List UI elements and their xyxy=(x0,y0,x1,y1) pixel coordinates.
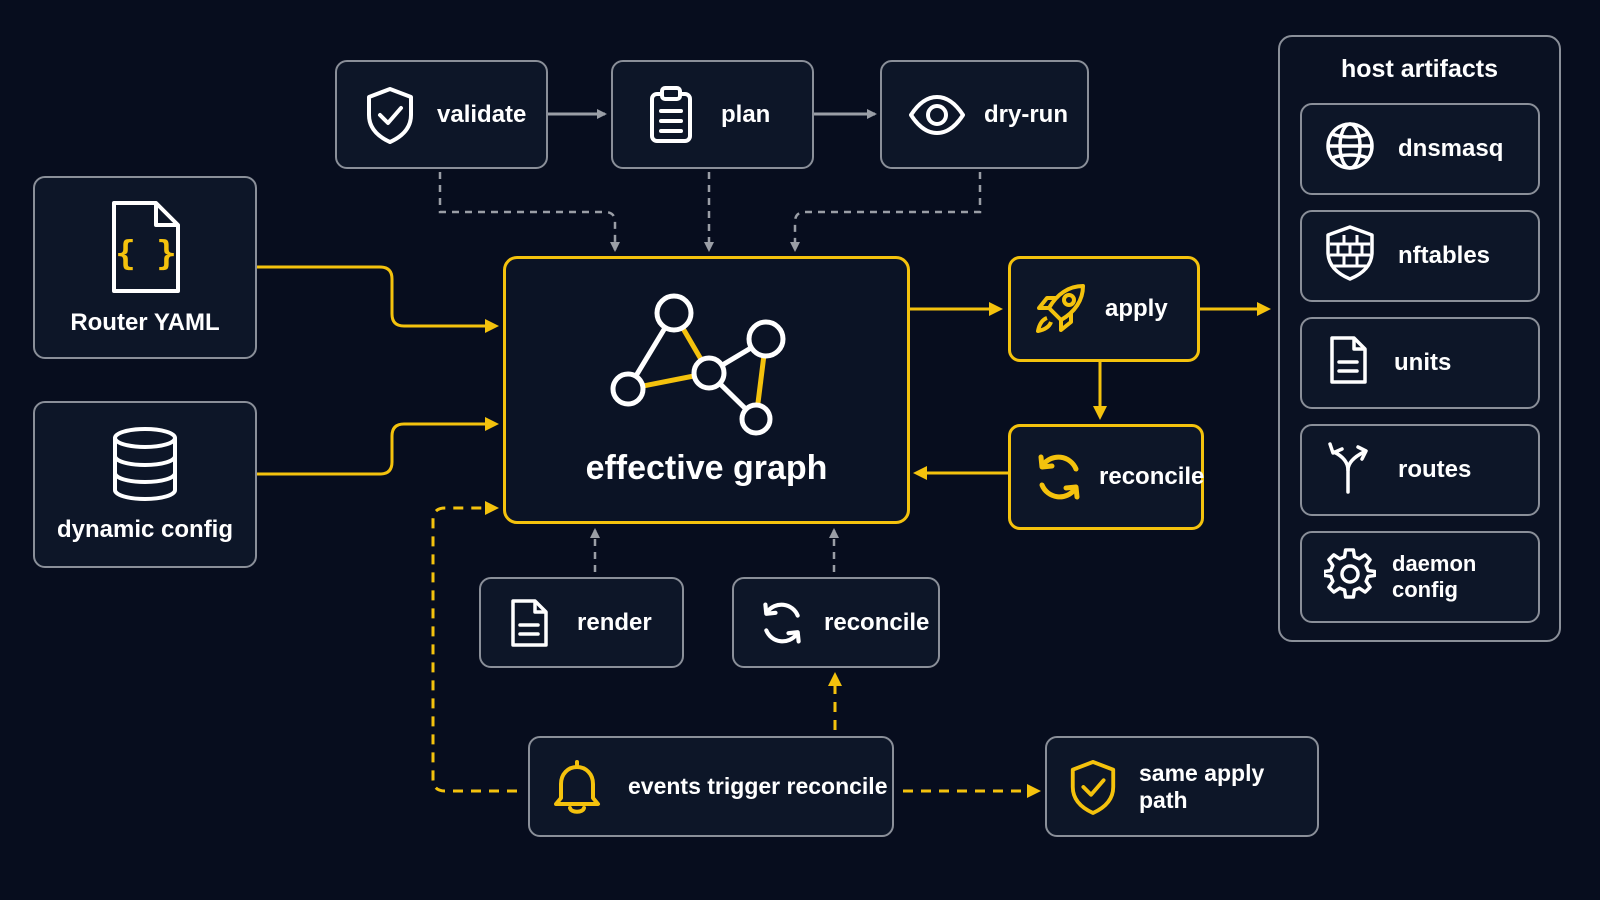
artifact-label: routes xyxy=(1398,456,1472,483)
artifact-daemon-config[interactable]: daemon config xyxy=(1300,531,1540,623)
dynamic-config-source[interactable]: dynamic config xyxy=(33,401,257,568)
dry-run-step[interactable]: dry-run xyxy=(880,60,1089,169)
artifact-label: daemon config xyxy=(1392,551,1477,602)
artifact-dnsmasq[interactable]: dnsmasq xyxy=(1300,103,1540,195)
host-artifacts-panel: host artifacts dnsmasq xyxy=(1278,35,1561,642)
host-artifacts-title: host artifacts xyxy=(1341,55,1498,83)
dry-run-label: dry-run xyxy=(984,100,1068,128)
sync-icon xyxy=(758,599,806,647)
artifact-nftables[interactable]: nftables xyxy=(1300,210,1540,302)
router-yaml-label: Router YAML xyxy=(70,308,220,336)
plan-label: plan xyxy=(721,100,771,128)
reconcile-bottom-label: reconcile xyxy=(824,608,930,636)
wire-router-yaml-to-graph xyxy=(257,265,499,333)
document-icon xyxy=(509,598,549,648)
reconcile-step-bottom[interactable]: reconcile xyxy=(732,577,940,668)
plan-step[interactable]: plan xyxy=(611,60,814,169)
artifact-label: units xyxy=(1394,349,1452,376)
svg-text:{ }: { } xyxy=(115,234,176,274)
same-apply-label: same apply path xyxy=(1139,759,1265,813)
validate-step[interactable]: validate xyxy=(335,60,548,169)
clipboard-list-icon xyxy=(647,85,695,145)
artifact-units[interactable]: units xyxy=(1300,317,1540,409)
shield-check-icon xyxy=(1067,757,1119,817)
artifact-label: nftables xyxy=(1398,242,1491,269)
effective-graph-label: effective graph xyxy=(585,449,828,487)
router-yaml-source[interactable]: { } Router YAML xyxy=(33,176,257,359)
artifact-label: dnsmasq xyxy=(1398,135,1504,162)
events-label: events trigger reconcile xyxy=(628,773,888,799)
route-split-icon xyxy=(1324,440,1376,501)
graph-network-icon xyxy=(606,289,796,444)
shield-check-icon xyxy=(363,85,417,145)
reconcile-right-label: reconcile xyxy=(1099,463,1205,490)
gear-icon xyxy=(1322,548,1377,606)
rocket-icon xyxy=(1033,282,1087,336)
render-step[interactable]: render xyxy=(479,577,684,668)
dashed-validate-to-graph xyxy=(438,172,620,252)
reconcile-step-right[interactable]: reconcile xyxy=(1008,424,1204,530)
eye-icon xyxy=(908,93,966,137)
validate-label: validate xyxy=(437,100,527,128)
wire-dynamic-config-to-graph xyxy=(257,417,499,476)
dashed-dry-run-to-graph xyxy=(790,172,982,252)
apply-label: apply xyxy=(1105,295,1168,322)
document-icon xyxy=(1324,335,1372,392)
json-file-icon: { } xyxy=(108,199,182,295)
render-label: render xyxy=(577,608,652,636)
events-trigger-reconcile[interactable]: events trigger reconcile xyxy=(528,736,894,837)
sync-icon xyxy=(1033,451,1085,503)
bell-icon xyxy=(552,758,602,816)
dynamic-config-label: dynamic config xyxy=(56,515,234,543)
effective-graph-node[interactable]: effective graph xyxy=(503,256,910,524)
artifact-routes[interactable]: routes xyxy=(1300,424,1540,516)
same-apply-path[interactable]: same apply path xyxy=(1045,736,1319,837)
database-icon xyxy=(110,426,180,502)
dashed-events-to-graph xyxy=(431,501,517,793)
firewall-shield-icon xyxy=(1324,224,1376,289)
globe-icon xyxy=(1324,120,1376,179)
apply-step[interactable]: apply xyxy=(1008,256,1200,362)
